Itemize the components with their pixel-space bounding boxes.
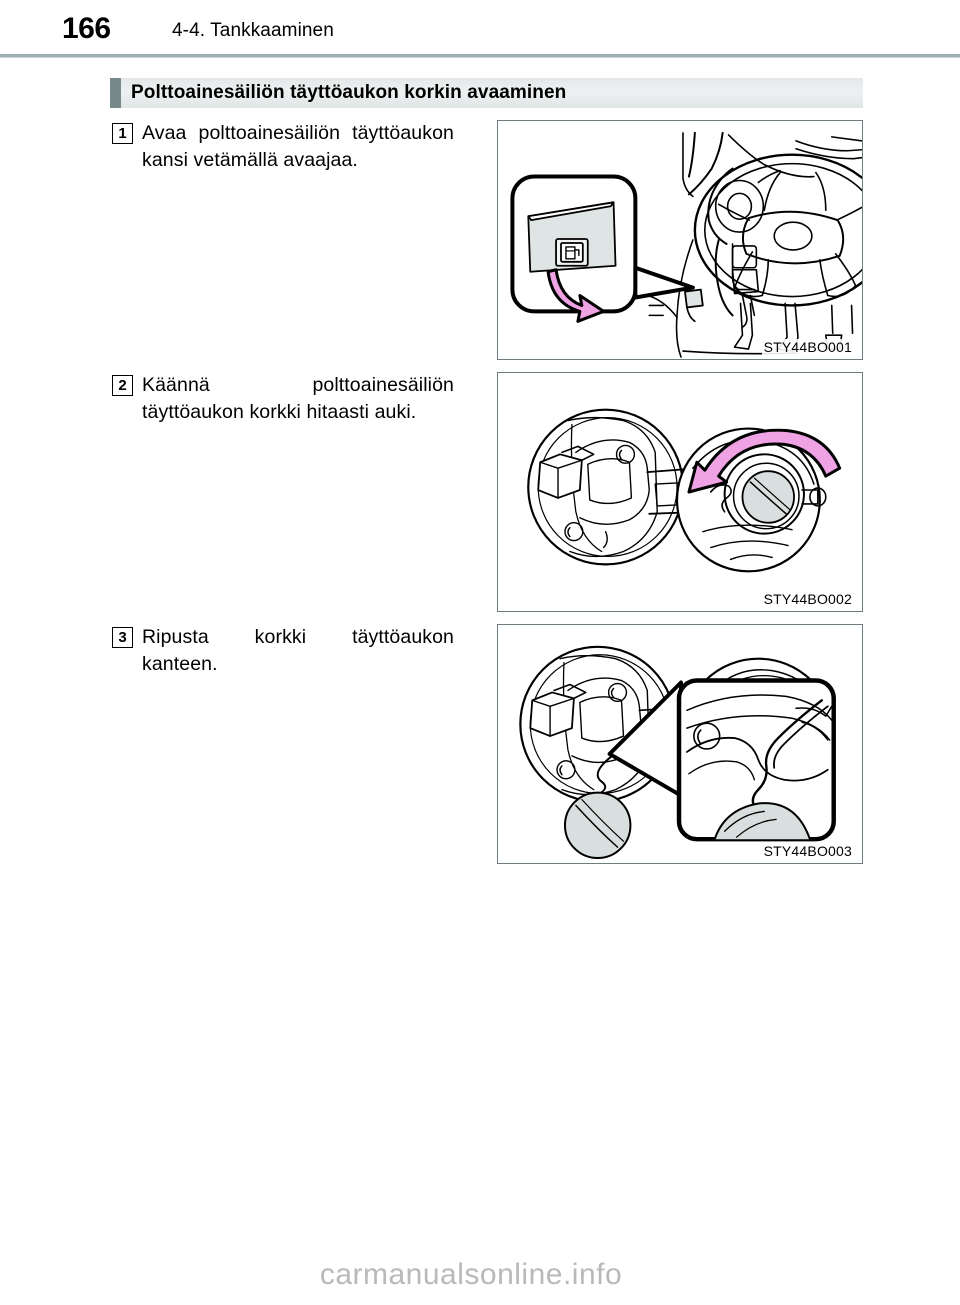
figure-3: STY44BO003 xyxy=(497,624,863,864)
figure-3-callout xyxy=(607,678,836,842)
step-item-3: 3 Ripusta korkki täyttöaukon kanteen. xyxy=(112,624,482,678)
figure-2-caption: STY44BO002 xyxy=(761,591,854,607)
step-text-2: Käännä polttoainesäiliön täyttöaukon kor… xyxy=(142,374,454,423)
step-text-1: Avaa polttoainesäiliön täyttöaukon kansi… xyxy=(142,122,454,171)
site-watermark: carmanualsonline.info xyxy=(319,1258,623,1291)
figure-3-illustration xyxy=(519,645,836,860)
figure-3-caption: STY44BO003 xyxy=(761,843,854,859)
step-number-badge-1: 1 xyxy=(112,123,133,144)
rotate-arrow-pink xyxy=(687,428,842,494)
pull-arrow-pink xyxy=(546,268,606,323)
step-number-badge-2: 2 xyxy=(112,375,133,396)
section-accent-block xyxy=(110,78,121,108)
section-title-bar: Polttoainesäiliön täyttöaukon korkin ava… xyxy=(110,78,863,108)
step-text-3: Ripusta korkki täyttöaukon kanteen. xyxy=(142,626,454,675)
figure-2: STY44BO002 xyxy=(497,372,863,612)
figure-1-caption: STY44BO001 xyxy=(761,339,854,355)
step-number-badge-3: 3 xyxy=(112,627,133,648)
figure-1: STY44BO001 xyxy=(497,120,863,360)
step-item-1: 1 Avaa polttoainesäiliön täyttöaukon kan… xyxy=(112,120,482,174)
page-header: 166 4-4. Tankkaaminen xyxy=(0,0,960,58)
section-title-text: Polttoainesäiliön täyttöaukon korkin ava… xyxy=(131,82,567,103)
figure-1-illustration xyxy=(510,131,862,358)
step-item-2: 2 Käännä polttoainesäiliön täyttöaukon k… xyxy=(112,372,482,426)
header-section-title: 4-4. Tankkaaminen xyxy=(172,20,334,41)
figure-1-callout xyxy=(510,174,695,323)
header-divider xyxy=(0,54,960,58)
figure-2-illustration xyxy=(527,408,842,573)
page-number: 166 xyxy=(62,12,111,45)
